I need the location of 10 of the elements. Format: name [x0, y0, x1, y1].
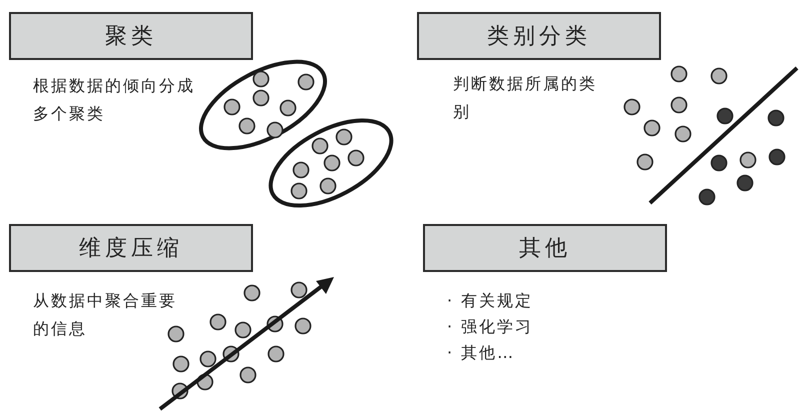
heading-box: 其他 — [423, 224, 667, 272]
heading-box: 维度压缩 — [9, 224, 253, 272]
heading-box: 聚类 — [9, 12, 253, 60]
bullet-item: · 有关规定 — [447, 290, 534, 312]
bullet-item: · 其他… — [447, 342, 516, 364]
description-text: 判断数据所属的类别 — [453, 73, 598, 123]
heading-box: 类别分类 — [417, 12, 661, 60]
bullet-item: · 强化学习 — [447, 316, 534, 338]
description-text: 从数据中聚合重要的信息 — [33, 290, 178, 340]
description-text: 根据数据的倾向分成多个聚类 — [33, 75, 196, 125]
